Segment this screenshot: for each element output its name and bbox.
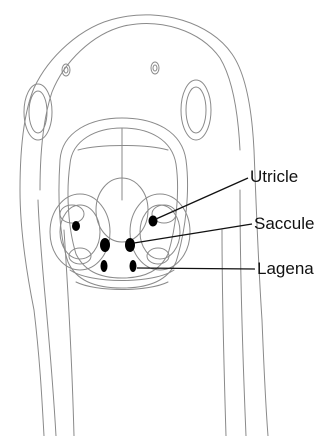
utricle-leader xyxy=(156,178,248,219)
utricle-left-organ xyxy=(72,221,80,231)
lagena-label: Lagena xyxy=(257,259,314,279)
neck-line-left-inner xyxy=(64,230,74,436)
braincase-cross xyxy=(78,146,168,151)
nostril-right xyxy=(151,62,159,74)
otic-capsule-left-inner xyxy=(60,205,100,259)
skull-base xyxy=(70,270,174,281)
utricle-right-organ xyxy=(149,216,158,227)
eye-left-outer xyxy=(24,84,52,140)
head-inner-left xyxy=(40,26,124,190)
saccule-label: Saccule xyxy=(254,214,314,234)
braincase-inner xyxy=(68,128,178,278)
saccule-left-organ xyxy=(100,238,110,252)
neck-line-right-outer xyxy=(240,190,246,436)
nostril-right-inner xyxy=(153,65,157,71)
eye-right-inner xyxy=(186,87,206,133)
nostril-left-inner xyxy=(64,67,68,73)
neck-line-left-outer xyxy=(38,200,56,436)
braincase-outer xyxy=(59,118,188,288)
neck-line-right-inner xyxy=(222,230,226,436)
nostril-left xyxy=(62,64,70,76)
head-outline-left xyxy=(20,18,118,436)
lagena-leader xyxy=(137,268,255,269)
lagena-left-organ xyxy=(101,260,108,272)
otic-capsule-right-inner xyxy=(140,205,180,259)
lagena-right-organ xyxy=(130,260,137,272)
saccule-leader xyxy=(134,224,252,243)
eye-left-inner xyxy=(29,91,47,133)
utricle-label: Utricle xyxy=(250,167,298,187)
saccule-right-organ xyxy=(125,238,135,252)
canal-left-b xyxy=(69,248,91,264)
